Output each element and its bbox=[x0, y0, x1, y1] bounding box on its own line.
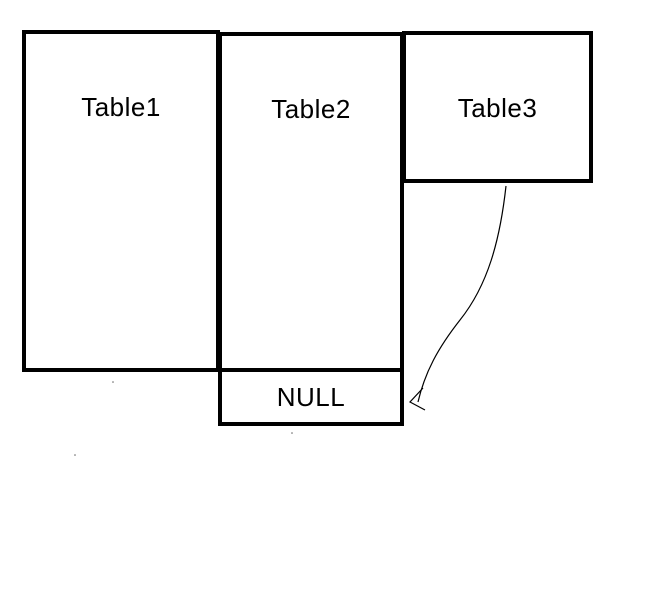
stray-dot bbox=[74, 454, 76, 456]
stray-dot bbox=[291, 432, 293, 434]
table1-label: Table1 bbox=[81, 92, 161, 122]
table3-label: Table3 bbox=[457, 93, 538, 123]
null-box: NULL bbox=[218, 368, 404, 426]
table2-label: Table2 bbox=[271, 94, 351, 124]
table3-box: Table3 bbox=[402, 31, 593, 183]
arrowhead-icon bbox=[409, 387, 426, 411]
null-label: NULL bbox=[276, 382, 346, 412]
table3-to-null-arrow bbox=[417, 185, 507, 403]
table1-box: Table1 bbox=[22, 30, 220, 372]
stray-dot bbox=[112, 381, 114, 383]
table2-box: Table2 bbox=[218, 32, 404, 372]
